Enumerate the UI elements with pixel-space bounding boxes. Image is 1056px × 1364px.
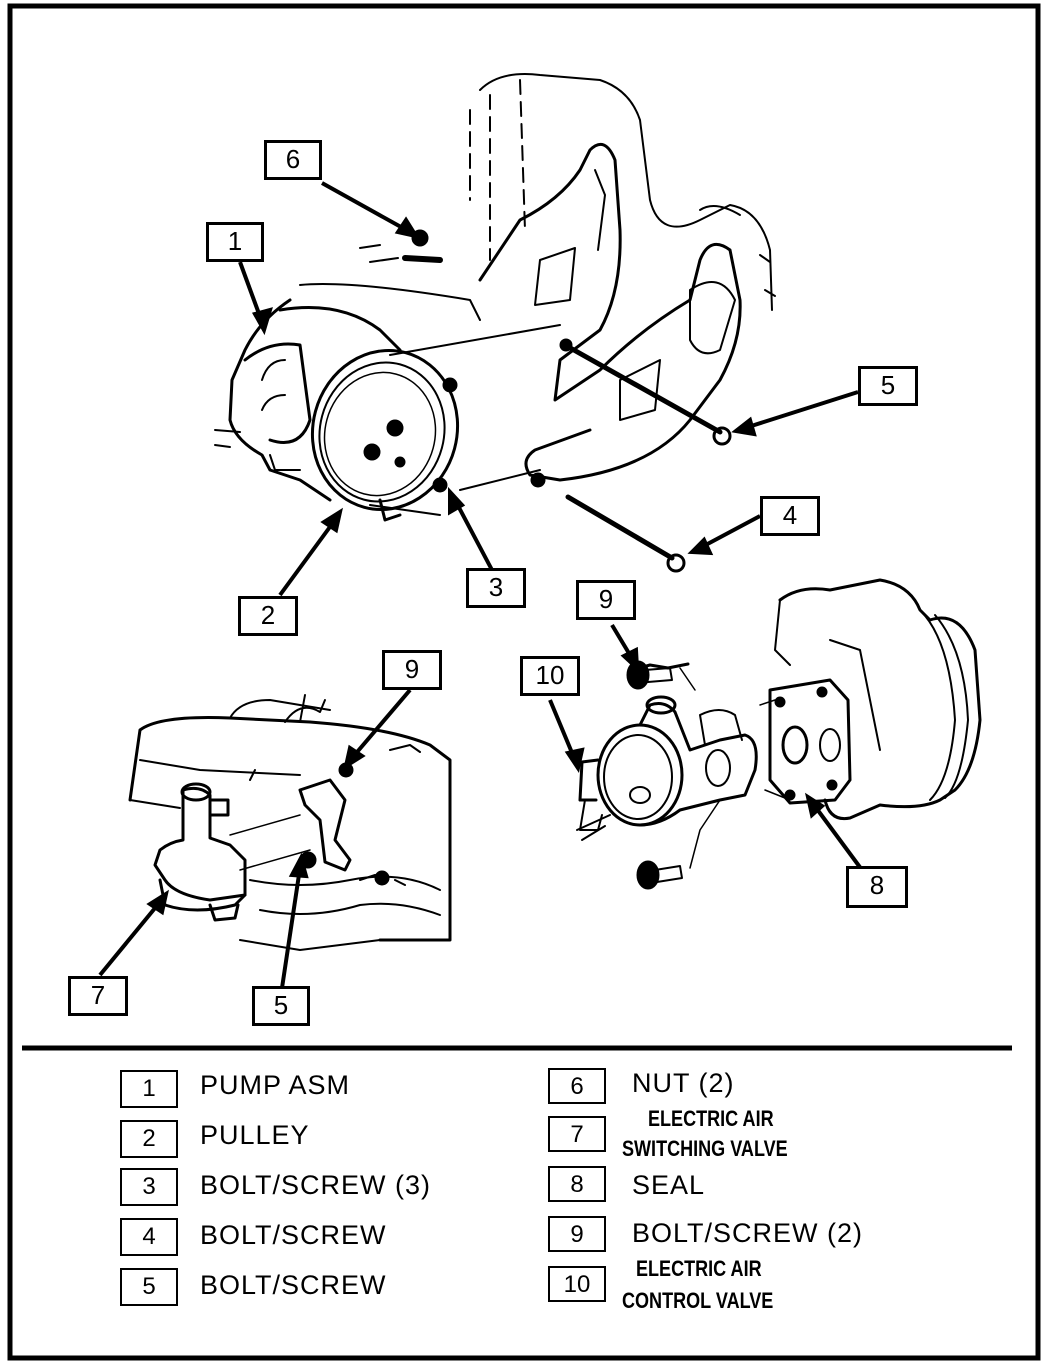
upper-leader-arrows [238,181,859,597]
callout-2: 2 [238,596,298,636]
callout-1: 1 [206,222,264,262]
callout-5-bottom: 5 [252,986,310,1026]
callout-9-right: 9 [576,580,636,620]
legend-label-1: PUMP ASM [200,1070,351,1100]
callout-6: 6 [264,140,322,180]
legend-label-5: BOLT/SCREW [200,1270,387,1300]
legend-label-6: NUT (2) [632,1068,735,1098]
legend-num-4: 4 [120,1218,178,1256]
legend-label-8: SEAL [632,1170,706,1200]
callout-7: 7 [68,976,128,1016]
legend-label-10-line1: ELECTRIC AIR [636,1256,762,1281]
legend-num-1: 1 [120,1070,178,1108]
legend-label-2: PULLEY [200,1120,310,1150]
legend-label-3: BOLT/SCREW (3) [200,1170,432,1200]
switching-valve-illustration [128,694,452,951]
callout-10: 10 [520,656,580,696]
legend-label-9: BOLT/SCREW (2) [632,1218,864,1248]
legend-num-7: 7 [548,1116,606,1152]
legend-num-6: 6 [548,1068,606,1104]
lower-left-leader-arrows [98,688,412,989]
legend-num-9: 9 [548,1216,606,1252]
upper-pump-illustration [214,73,776,573]
callout-8: 8 [846,866,908,908]
legend-label-4: BOLT/SCREW [200,1220,387,1250]
callout-3: 3 [466,568,526,608]
legend-label-7-line2: SWITCHING VALVE [622,1136,788,1161]
legend-num-5: 5 [120,1268,178,1306]
legend-num-8: 8 [548,1166,606,1202]
lower-right-leader-arrows [548,623,864,872]
callout-5-top: 5 [858,366,918,406]
callout-4: 4 [760,496,820,536]
legend-num-10: 10 [548,1266,606,1302]
legend-label-7-line1: ELECTRIC AIR [648,1106,774,1131]
outer-border [7,3,1041,1361]
legend-num-2: 2 [120,1120,178,1158]
legend-num-3: 3 [120,1168,178,1206]
control-valve-illustration [576,578,982,890]
legend-label-10-line2: CONTROL VALVE [622,1288,774,1313]
callout-9-left: 9 [382,650,442,690]
